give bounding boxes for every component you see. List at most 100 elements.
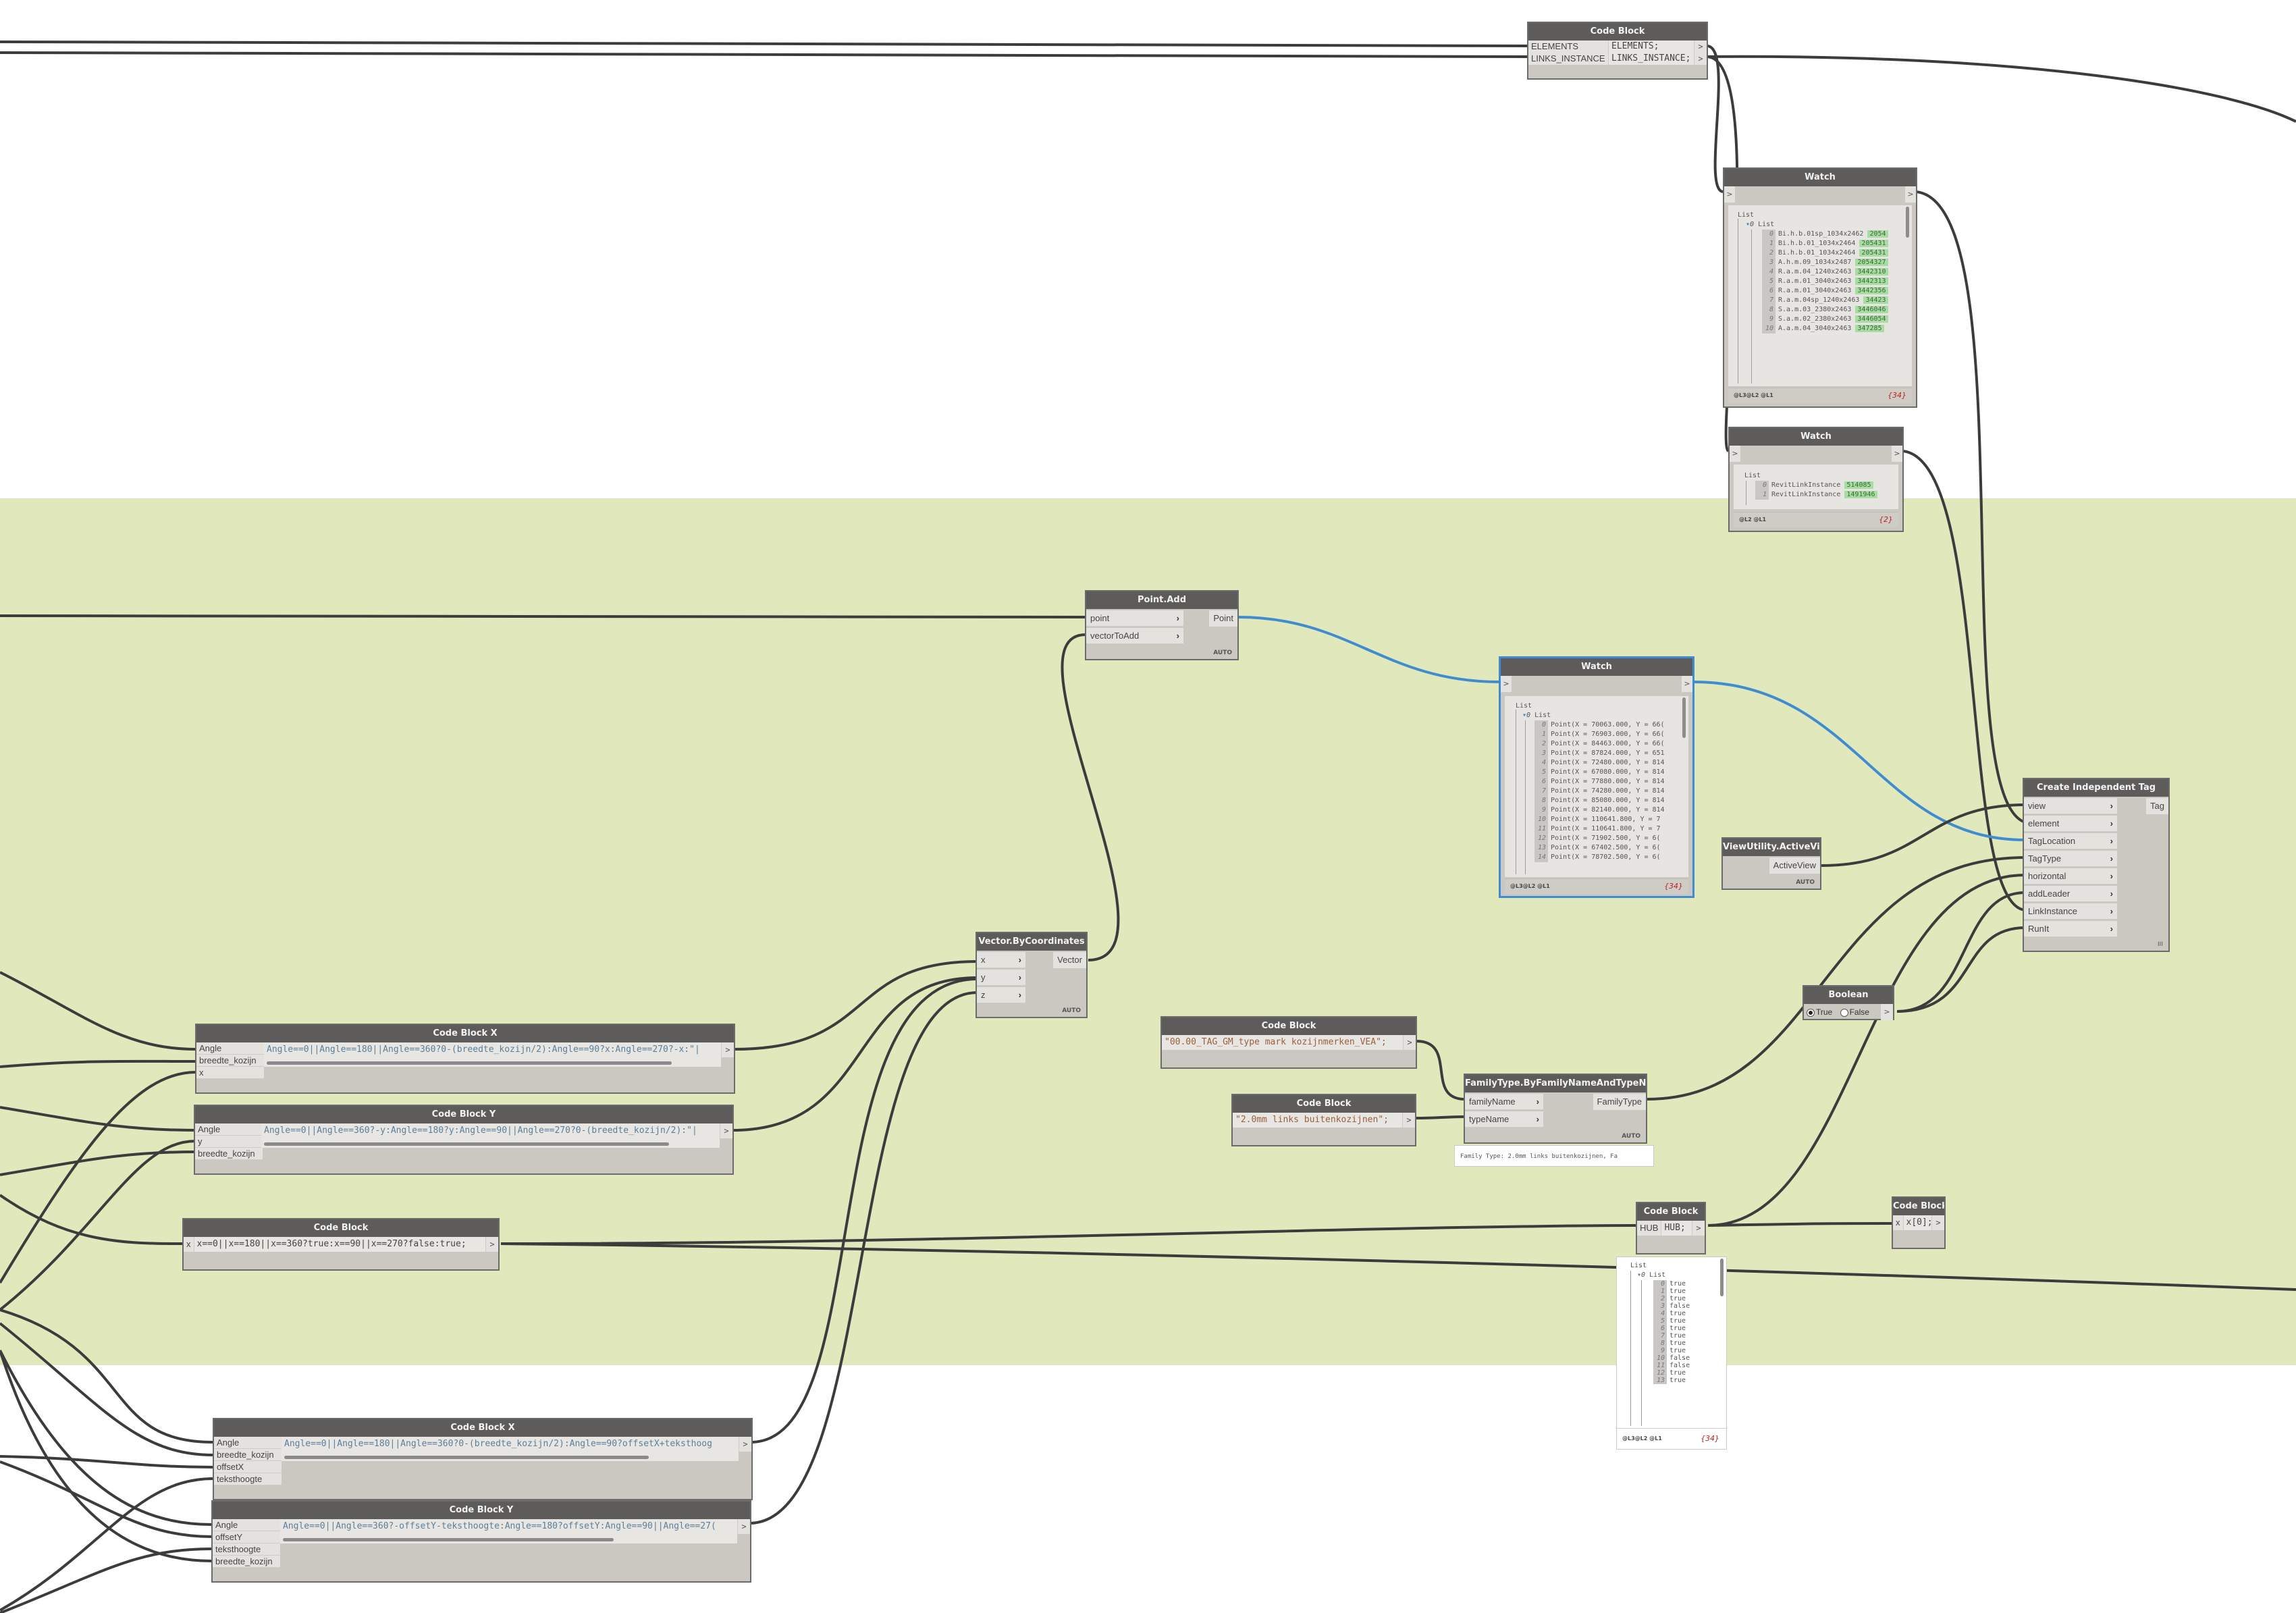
input-port-taglocation[interactable]: TagLocation› [2024,833,2117,849]
input-port-offset-x[interactable]: offsetX [214,1461,282,1473]
lacing-indicator[interactable]: AUTO [1062,1007,1081,1014]
code-block-index-node[interactable]: Code Block x x[0]; > [1892,1196,1946,1249]
point-add-node[interactable]: Point.Add point› vectorToAdd› Point AUTO [1085,590,1239,660]
input-port-breedte-kozijn[interactable]: breedte_kozijn [213,1556,280,1568]
input-port[interactable]: > [1724,186,1735,203]
code-editor-line[interactable]: ELEMENTS; [1609,41,1694,53]
output-port[interactable]: > [1905,186,1916,203]
code-editor[interactable]: HUB; [1661,1221,1692,1236]
list-levels[interactable]: @L3@L2 @L1 [1734,392,1773,398]
horizontal-scrollbar[interactable] [283,1538,614,1541]
input-port-breedte-kozijn[interactable]: breedte_kozijn [196,1055,264,1067]
horizontal-scrollbar[interactable] [284,1456,649,1459]
tree-sublist[interactable]: ▾0 List [1746,221,1775,228]
input-port-teksthoogte[interactable]: teksthoogte [213,1543,280,1556]
input-port-element[interactable]: element› [2024,816,2117,832]
output-port-active-view[interactable]: ActiveView [1769,857,1820,874]
input-port-x[interactable]: x [1893,1215,1904,1230]
input-port-vector-to-add[interactable]: vectorToAdd› [1086,628,1183,644]
input-port-z[interactable]: z› [977,987,1025,1003]
input-port-y[interactable]: y [195,1136,263,1148]
output-port[interactable]: > [1402,1113,1415,1128]
code-editor[interactable]: Angle==0||Angle==360?-offsetY-teksthoogt… [280,1519,737,1543]
list-levels[interactable]: @L3@L2 @L1 [1622,1435,1662,1442]
code-block-horizontal-node[interactable]: Code Block x x==0||x==180||x==360?true:x… [182,1218,500,1271]
lacing-indicator[interactable]: AUTO [1796,879,1815,886]
output-port[interactable]: > [739,1437,751,1452]
input-port-links-instance[interactable]: LINKS_INSTANCE [1528,53,1609,65]
code-block-hub-node[interactable]: Code Block HUB HUB; > [1636,1202,1706,1254]
input-port-linkinstance[interactable]: LinkInstance› [2024,903,2117,920]
input-port-horizontal[interactable]: horizontal› [2024,868,2117,884]
input-port-breedte-kozijn[interactable]: breedte_kozijn [195,1148,263,1160]
input-port-breedte-kozijn[interactable]: breedte_kozijn [214,1449,282,1461]
boolean-node[interactable]: Boolean True False > [1803,985,1894,1020]
create-independent-tag-node[interactable]: Create Independent Tag view›element›TagL… [2023,778,2170,952]
radio-true[interactable]: True [1807,1007,1832,1017]
input-port-tagtype[interactable]: TagType› [2024,851,2117,867]
radio-false[interactable]: False [1840,1007,1869,1017]
input-port[interactable]: > [1730,446,1740,462]
code-editor[interactable]: x[0]; [1903,1215,1931,1230]
lacing-indicator[interactable]: AUTO [1213,650,1232,656]
output-port-vector[interactable]: Vector [1053,952,1086,968]
code-block-elements-node[interactable]: Code Block ELEMENTS ELEMENTS; > LINKS_IN… [1527,22,1708,80]
code-editor[interactable]: "00.00_TAG_GM_type mark kozijnmerken_VEA… [1162,1035,1403,1050]
lacing-indicator[interactable]: AUTO [1622,1133,1640,1140]
input-port-point[interactable]: point› [1086,610,1183,627]
output-port[interactable]: > [1694,53,1707,65]
output-port-family-type[interactable]: FamilyType [1593,1094,1646,1110]
family-type-node[interactable]: FamilyType.ByFamilyNameAndTypeName famil… [1464,1074,1647,1144]
input-port-view[interactable]: view› [2024,798,2117,814]
input-port[interactable]: > [1501,676,1512,692]
input-port-runit[interactable]: RunIt› [2024,921,2117,937]
list-levels[interactable]: @L2 @L1 [1739,517,1767,523]
code-editor[interactable]: "2.0mm links buitenkozijnen"; [1233,1113,1402,1128]
code-block-y-node[interactable]: Code Block Y Angle y breedte_kozijn Angl… [194,1105,734,1175]
scrollbar[interactable] [1682,697,1686,738]
output-port[interactable]: > [1892,446,1902,462]
input-port-teksthoogte[interactable]: teksthoogte [214,1473,282,1485]
output-port[interactable]: > [1931,1215,1944,1230]
code-editor-line[interactable]: LINKS_INSTANCE; [1609,53,1694,65]
horizontal-scrollbar[interactable] [264,1142,669,1146]
code-block-family-name-node[interactable]: Code Block "00.00_TAG_GM_type mark kozij… [1160,1016,1417,1069]
input-port-addleader[interactable]: addLeader› [2024,886,2117,902]
